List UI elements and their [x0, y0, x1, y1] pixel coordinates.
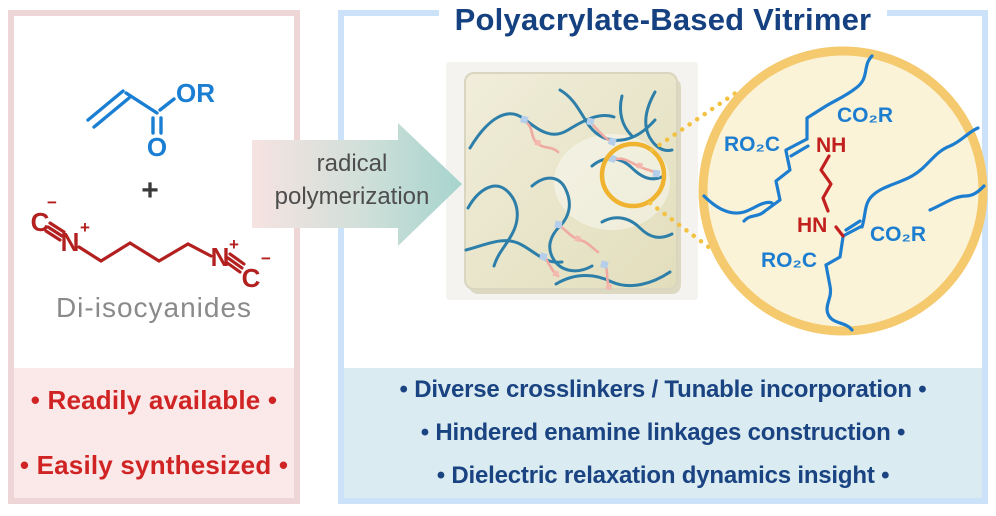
ro2c-top-label: RO₂C — [724, 133, 780, 156]
network-graphic: RO₂C CO₂R NH HN CO₂R RO₂C — [446, 46, 988, 336]
zoom-structure-red — [819, 154, 845, 238]
zoom-structure-blue — [702, 54, 986, 332]
c-atom-right: C — [242, 263, 261, 293]
feature-enamine-linkages: • Hindered enamine linkages construction… — [420, 418, 906, 446]
arrow-label-line1: radical — [316, 150, 388, 177]
plus-sign: + — [141, 174, 159, 207]
reaction-arrow — [252, 123, 462, 246]
title-row: Polyacrylate-Based Vitrimer — [338, 2, 988, 38]
monomer-benefits: • Readily available • • Easily synthesiz… — [14, 368, 294, 498]
page-title: Polyacrylate-Based Vitrimer — [438, 2, 888, 38]
minus-charge-left: − — [47, 193, 57, 212]
minus-charge-right: − — [261, 249, 271, 268]
c-atom-left: C — [31, 207, 50, 237]
diisocyanides-caption: Di-isocyanides — [55, 292, 253, 323]
hn-label: HN — [797, 214, 827, 237]
arrow-shape — [252, 123, 462, 246]
vitrimer-features: • Diverse crosslinkers / Tunable incorpo… — [344, 368, 982, 498]
plus-charge-right: + — [229, 235, 239, 254]
co2r-top-label: CO₂R — [837, 104, 893, 127]
n-atom-right: N — [211, 242, 230, 272]
or-group-label: OR — [176, 78, 215, 108]
arrow-label-line2: polymerization — [274, 183, 430, 210]
benefit-easily-synthesized: • Easily synthesized • — [19, 450, 289, 480]
co2r-bottom-label: CO₂R — [870, 223, 926, 246]
arrow-label: radical polymerization — [252, 147, 452, 213]
n-atom-left: N — [61, 227, 80, 257]
acrylate-structure — [86, 89, 176, 135]
plus-charge-left: + — [80, 218, 90, 237]
crosslink-nodes-pink — [534, 139, 643, 290]
highlight-circle — [599, 141, 667, 209]
ro2c-bottom-label: RO₂C — [761, 249, 817, 272]
diisocyanide-structure — [44, 221, 246, 274]
benefit-readily-available: • Readily available • — [30, 385, 278, 415]
zoom-circle — [698, 46, 988, 336]
monomer-structures: OR O + C − N + N + C − — [31, 78, 271, 293]
feature-crosslinkers: • Diverse crosslinkers / Tunable incorpo… — [399, 375, 927, 403]
carbonyl-o-label: O — [147, 132, 167, 162]
feature-dielectric-relaxation: • Dielectric relaxation dynamics insight… — [436, 462, 890, 490]
nh-label: NH — [816, 134, 846, 157]
zoom-connector-dots — [647, 87, 743, 263]
crosslink-nodes-blue — [520, 115, 661, 269]
